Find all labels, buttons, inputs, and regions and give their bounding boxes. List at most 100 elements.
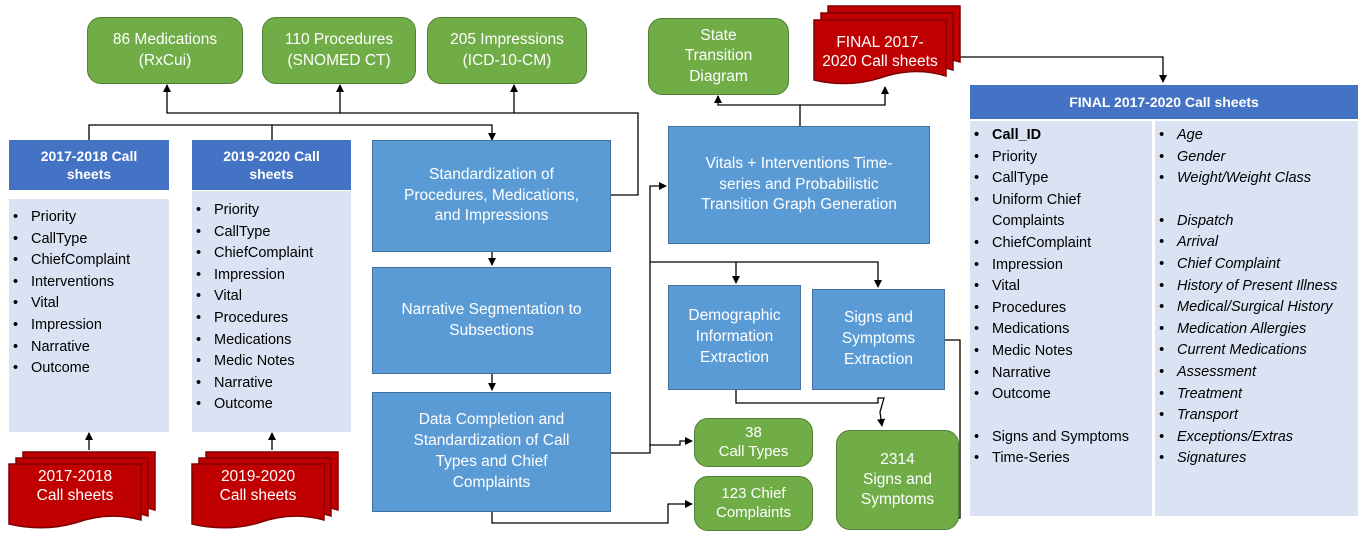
final-sheet-narrative-section-item: Current Medications bbox=[1155, 340, 1358, 362]
final-sheet-field-item: Uniform Chief Complaints bbox=[970, 190, 1152, 233]
state-diagram-line-1: State bbox=[700, 27, 737, 45]
final-sheet-demographic-item: Age bbox=[1155, 125, 1358, 147]
completion-line-4: Complaints bbox=[452, 473, 531, 491]
standardization-line-2: Procedures, Medications, bbox=[404, 186, 579, 204]
final-sheet-narrative-section-item: Medication Allergies bbox=[1155, 319, 1358, 341]
final-sheet-narrative-section-item: Medical/Surgical History bbox=[1155, 297, 1358, 319]
standardization-line-3: and Impressions bbox=[434, 207, 549, 225]
source-2017-document-icon: 2017-2018 Call sheets bbox=[7, 450, 157, 532]
sheets-2017-field-item: Interventions bbox=[9, 272, 169, 294]
completion-line-3: Types and Chief bbox=[435, 453, 548, 470]
source-2019-label-2: Call sheets bbox=[219, 486, 297, 504]
final-sheet-narrative-section-item: Signatures bbox=[1155, 448, 1358, 470]
final-sheet-field-item: CallType bbox=[970, 168, 1152, 190]
final-sheet-field-item: ChiefComplaint bbox=[970, 233, 1152, 255]
final-sheet-field-item: Time-Series bbox=[970, 448, 1152, 470]
process-standardization: Standardization of Procedures, Medication… bbox=[372, 140, 611, 252]
sheets-2017-field-item: Outcome bbox=[9, 358, 169, 380]
sheets-2019-field-item: Medic Notes bbox=[192, 351, 351, 373]
sheets-2019-field-item: Outcome bbox=[192, 394, 351, 416]
signs-line-1: Signs and bbox=[844, 309, 913, 327]
final-sheet-field-item: Impression bbox=[970, 255, 1152, 277]
signs-line-3: Extraction bbox=[844, 350, 913, 368]
final-sheet-narrative-section-item: Assessment bbox=[1155, 362, 1358, 384]
source-2017-label-2: Call sheets bbox=[36, 486, 114, 504]
sheets-2017-field-item: ChiefComplaint bbox=[9, 250, 169, 272]
final-sheet-right-column: AgeGenderWeight/Weight Class DispatchArr… bbox=[1155, 121, 1358, 516]
demographic-line-3: Extraction bbox=[700, 348, 769, 366]
state-diagram-line-3: Diagram bbox=[689, 67, 748, 85]
final-sheet-demographic-item: Weight/Weight Class bbox=[1155, 168, 1358, 190]
final-sheet-narrative-section-item: Treatment bbox=[1155, 384, 1358, 406]
narrative-line-2: Subsections bbox=[449, 321, 534, 339]
final-sheet-narrative-section-item: History of Present Illness bbox=[1155, 276, 1358, 298]
final-sheet-field-item: Priority bbox=[970, 147, 1152, 169]
final-sheet-narrative-section-item: Transport bbox=[1155, 405, 1358, 427]
output-medications-count: 86 Medications bbox=[112, 31, 218, 49]
process-narrative-segmentation: Narrative Segmentation to Subsections bbox=[372, 267, 611, 374]
final-call-sheets-document-icon: FINAL 2017- 2020 Call sheets bbox=[812, 4, 962, 90]
signs-symptoms-label-2: Symptoms bbox=[860, 491, 935, 509]
final-sheet-field-item: Signs and Symptoms bbox=[970, 427, 1152, 449]
final-sheet-field-item: Medications bbox=[970, 319, 1152, 341]
final-sheet-field-item: Procedures bbox=[970, 298, 1152, 320]
output-procedures: 110 Procedures (SNOMED CT) bbox=[262, 17, 416, 84]
chief-complaints-label: Complaints bbox=[715, 503, 792, 521]
output-medications: 86 Medications(RxCui) bbox=[87, 17, 243, 84]
sheets-2019-title-1: 2019-2020 Call bbox=[223, 147, 320, 164]
state-diagram-line-2: Transition bbox=[684, 47, 753, 65]
vitals-line-1: Vitals + Interventions Time- bbox=[705, 154, 893, 172]
sheets-2019-field-item: ChiefComplaint bbox=[192, 243, 351, 265]
source-2019-label-1: 2019-2020 bbox=[220, 468, 296, 485]
process-vitals-timeseries: Vitals + Interventions Time-series and P… bbox=[668, 126, 930, 244]
sheets-2017-field-item: Vital bbox=[9, 293, 169, 315]
sheets-2019-field-item: Narrative bbox=[192, 373, 351, 395]
final-sheet-demographic-item: Gender bbox=[1155, 147, 1358, 169]
sheets-2019-field-item: CallType bbox=[192, 222, 351, 244]
sheets-2019-field-item: Priority bbox=[192, 200, 351, 222]
source-2019-document-icon: 2019-2020 Call sheets bbox=[190, 450, 340, 532]
sheets-2017-field-item: Narrative bbox=[9, 337, 169, 359]
demographic-line-1: Demographic bbox=[688, 307, 781, 325]
chief-complaints-count: 123 Chief bbox=[721, 484, 786, 502]
source-2017-label-1: 2017-2018 bbox=[37, 468, 113, 485]
sheets-2019-field-item: Impression bbox=[192, 265, 351, 287]
sheets-2019-fields: PriorityCallTypeChiefComplaintImpression… bbox=[192, 191, 351, 432]
final-sheet-header: FINAL 2017-2020 Call sheets bbox=[970, 85, 1358, 119]
vitals-line-2: series and Probabilistic bbox=[719, 175, 879, 193]
final-sheet-field-item: Medic Notes bbox=[970, 341, 1152, 363]
signs-symptoms-label-1: Signs and bbox=[863, 470, 932, 488]
final-sheet-field-item: Call_ID bbox=[970, 125, 1152, 147]
final-sheet-field-item: Narrative bbox=[970, 363, 1152, 385]
sheets-2019-title-2: sheets bbox=[249, 166, 294, 182]
sheets-2017-title-1: 2017-2018 Call bbox=[40, 147, 138, 164]
final-sheet-narrative-section-item: Arrival bbox=[1155, 232, 1358, 254]
sheets-2017-fields: PriorityCallTypeChiefComplaintInterventi… bbox=[9, 199, 169, 432]
sheets-2017-title-2: sheets bbox=[66, 166, 112, 182]
call-types-label: Call Types bbox=[718, 442, 789, 460]
narrative-line-1: Narrative Segmentation to bbox=[401, 300, 582, 318]
final-sheet-field-item: Outcome bbox=[970, 384, 1152, 406]
signs-symptoms-count: 2314 bbox=[880, 450, 915, 468]
sheets-2017-field-item: CallType bbox=[9, 229, 169, 251]
final-sheet-field-item: Vital bbox=[970, 276, 1152, 298]
sheets-2017-field-item: Impression bbox=[9, 315, 169, 337]
sheets-2019-header: 2019-2020 Call sheets bbox=[192, 140, 351, 190]
completion-line-1: Data Completion and bbox=[418, 411, 565, 429]
sheets-2017-field-item: Priority bbox=[9, 207, 169, 229]
output-impressions-code: (ICD-10-CM) bbox=[462, 51, 552, 69]
standardization-line-1: Standardization of bbox=[429, 165, 554, 183]
output-procedures-count: 110 Procedures bbox=[284, 31, 394, 49]
output-procedures-code: (SNOMED CT) bbox=[287, 51, 391, 69]
demographic-line-2: Information bbox=[695, 328, 774, 346]
final-doc-label-1: FINAL 2017- bbox=[836, 34, 924, 51]
output-impressions-count: 205 Impressions bbox=[450, 31, 564, 49]
